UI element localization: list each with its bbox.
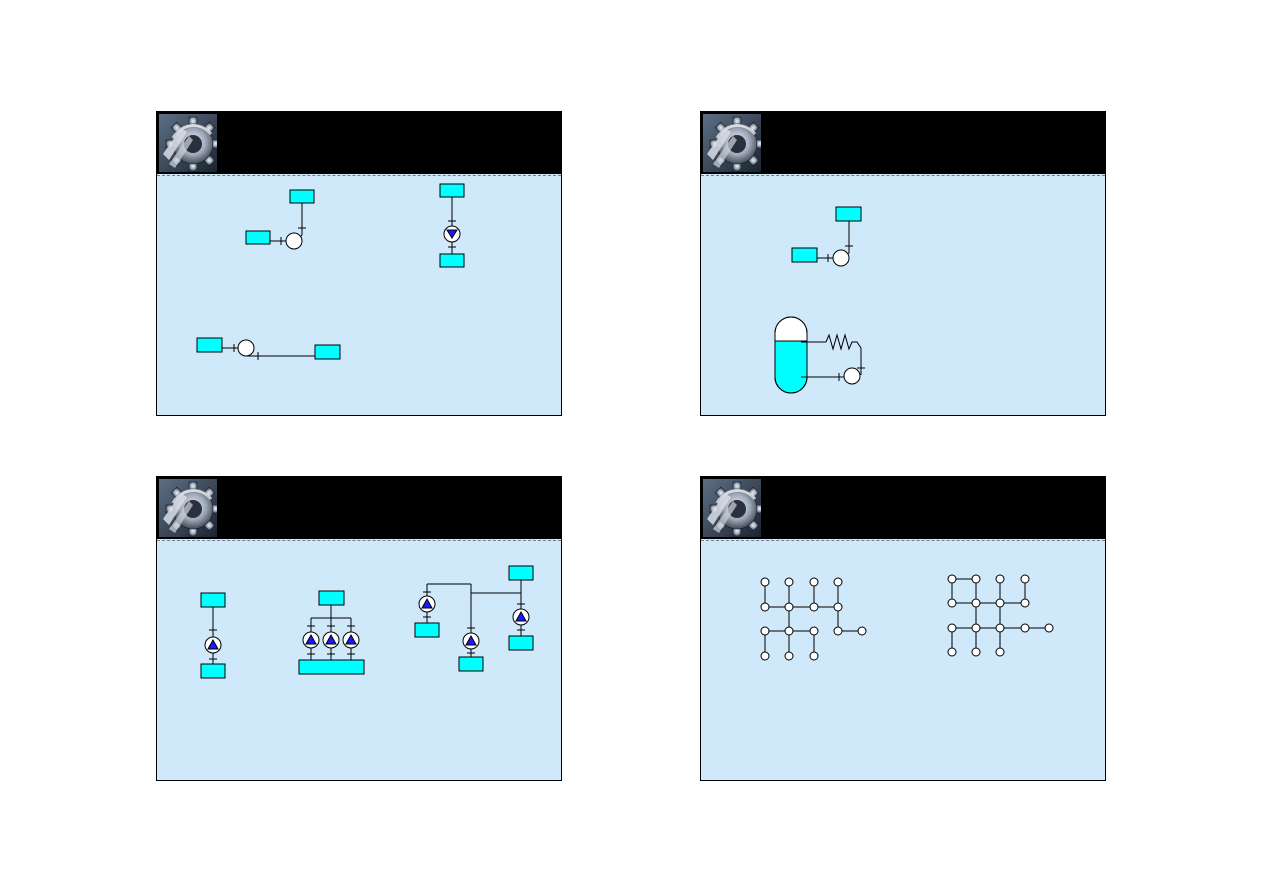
node-icon <box>857 626 867 636</box>
node-icon <box>971 623 981 633</box>
network-pump-middle <box>458 627 484 672</box>
node-icon <box>1020 623 1030 633</box>
header-divider <box>157 540 561 541</box>
network-pump-left <box>414 591 440 638</box>
tank-icon <box>200 592 226 608</box>
pump-diagram <box>774 206 865 394</box>
tank-icon <box>200 663 226 679</box>
parallel-pump-left <box>302 618 320 660</box>
node-icon <box>833 577 843 587</box>
node-icon <box>947 623 957 633</box>
slide-1 <box>156 111 562 416</box>
tank-icon <box>439 253 465 268</box>
tank-icon <box>314 344 341 360</box>
pump-diagram <box>196 183 465 360</box>
node-icon <box>971 598 981 608</box>
node-icon <box>947 574 957 584</box>
node-icon <box>809 626 819 636</box>
node-icon <box>947 647 957 657</box>
cycle-graph-edges <box>951 578 1049 652</box>
node-icon <box>995 598 1005 608</box>
tree-graph-edges <box>764 582 862 656</box>
slide-header <box>701 112 1105 174</box>
tank-icon <box>245 230 271 245</box>
resistor-icon <box>825 333 862 375</box>
parallel-pump-right <box>342 618 360 660</box>
slide-header <box>157 112 561 174</box>
tank-icon <box>414 622 440 638</box>
node-icon <box>760 626 770 636</box>
tank-icon <box>508 635 534 651</box>
header-divider <box>157 175 561 176</box>
node-icon <box>833 602 843 612</box>
pump-diagram <box>200 565 534 679</box>
vessel-icon <box>774 316 808 394</box>
pump-icon <box>843 367 861 385</box>
tank-icon <box>791 247 818 263</box>
node-icon <box>995 574 1005 584</box>
node-icon <box>995 647 1005 657</box>
node-icon <box>809 577 819 587</box>
tank-icon <box>439 183 465 198</box>
pump-icon <box>285 232 303 250</box>
slide-4 <box>700 476 1106 781</box>
gear-icon <box>703 479 761 537</box>
node-icon <box>784 626 794 636</box>
tank-icon <box>298 659 365 675</box>
node-icon <box>784 577 794 587</box>
node-icon <box>784 602 794 612</box>
header-divider <box>701 175 1105 176</box>
node-icon <box>1044 623 1054 633</box>
node-icon <box>760 602 770 612</box>
node-icon <box>947 598 957 608</box>
node-icon <box>971 574 981 584</box>
gear-icon <box>703 114 761 172</box>
node-icon <box>760 577 770 587</box>
slide-2 <box>700 111 1106 416</box>
tank-icon <box>835 206 862 222</box>
node-icon <box>1020 574 1030 584</box>
network-graphs <box>760 574 1054 661</box>
slide-3 <box>156 476 562 781</box>
node-icon <box>809 602 819 612</box>
network-pump-right <box>508 603 534 651</box>
tank-icon <box>458 656 484 672</box>
tank-icon <box>318 590 345 606</box>
pump-icon <box>832 249 850 267</box>
slide-header <box>701 477 1105 539</box>
node-icon <box>833 626 843 636</box>
tank-icon <box>196 337 223 353</box>
gear-icon <box>159 114 217 172</box>
header-divider <box>701 540 1105 541</box>
gear-icon <box>159 479 217 537</box>
node-icon <box>809 651 819 661</box>
node-icon <box>971 647 981 657</box>
slide-header <box>157 477 561 539</box>
node-icon <box>1020 598 1030 608</box>
pump-icon <box>237 339 255 357</box>
node-icon <box>995 623 1005 633</box>
node-icon <box>760 651 770 661</box>
tank-icon <box>508 565 534 581</box>
node-icon <box>784 651 794 661</box>
parallel-pump-middle <box>322 618 340 660</box>
tank-icon <box>289 189 315 204</box>
